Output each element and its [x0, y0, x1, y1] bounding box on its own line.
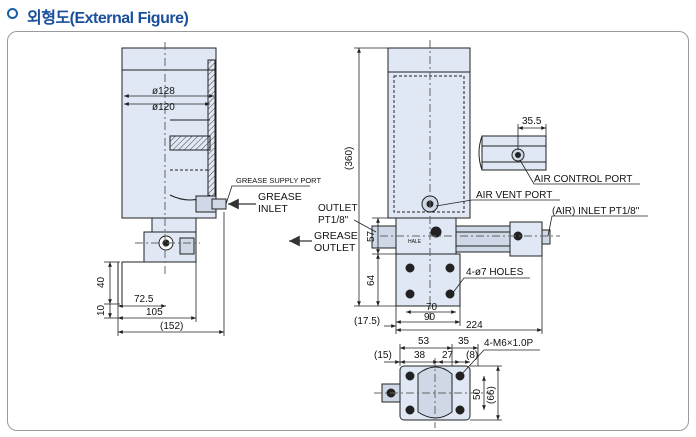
dim-w17-5: (17.5): [354, 316, 380, 327]
dim-w38: 38: [414, 350, 426, 361]
thread-label: 4-M6×1.0P: [484, 338, 534, 349]
base-view: [374, 358, 490, 428]
grease-inlet-label-1: GREASE: [258, 191, 302, 203]
base-dimensions: [384, 344, 540, 421]
dim-h66: (66): [486, 386, 497, 404]
left-dimension-text: ø128 ø120 40 10 72.5 105 (152): [96, 86, 183, 332]
grease-outlet-label-2: OUTLET: [314, 242, 356, 254]
drawing-frame: [7, 31, 689, 431]
left-labels: GREASE SUPPLY PORT GREASE INLET GREASE O…: [225, 176, 358, 254]
dim-d120: ø120: [152, 102, 175, 113]
right-labels: AIR CONTROL PORT AIR VENT PORT (AIR) INL…: [318, 159, 648, 295]
dim-w152: (152): [160, 321, 183, 332]
outlet-label-2: PT1/8": [318, 215, 349, 226]
dim-h10: 10: [96, 304, 107, 316]
base-dimension-text: 53 35 (15) 38 27 (8) 50 (66) 4-M6×1.0P: [374, 336, 534, 404]
holes-label: 4-ø7 HOLES: [466, 267, 524, 278]
right-reservoir: [387, 47, 471, 219]
right-dimension-text: (360) 57 64 35.5 70 90 (17.5) 224: [344, 116, 542, 331]
outlet-label-1: OUTLET: [318, 203, 357, 214]
air-control-port-label: AIR CONTROL PORT: [534, 174, 632, 185]
right-dimensions: [354, 47, 547, 334]
circle-bullet-icon: [7, 8, 18, 19]
dim-w70: 70: [426, 302, 438, 313]
dim-h50: 50: [472, 388, 483, 400]
dim-h64: 64: [366, 274, 377, 286]
left-view: [117, 42, 227, 304]
air-vent-port-label: AIR VENT PORT: [476, 190, 552, 201]
air-inlet-label: (AIR) INLET PT1/8": [552, 206, 640, 217]
grease-inlet-label-2: INLET: [258, 203, 288, 215]
left-wall-section: [207, 59, 216, 201]
dim-w8: (8): [466, 350, 478, 361]
left-reservoir: [121, 47, 217, 219]
header: 외형도(External Figure): [0, 0, 696, 32]
svg-text:HALE: HALE: [408, 239, 422, 245]
dim-w105: 105: [146, 307, 163, 318]
dim-h40: 40: [96, 276, 107, 288]
grease-outlet-label-1: GREASE: [314, 230, 358, 242]
dim-h57: 57: [366, 230, 377, 242]
dim-w35-5: 35.5: [522, 116, 542, 127]
right-view: HALE: [371, 40, 560, 320]
dim-w90: 90: [424, 312, 436, 323]
grease-supply-port-label: GREASE SUPPLY PORT: [236, 176, 321, 185]
dim-d128: ø128: [152, 86, 175, 97]
left-dimensions: [104, 94, 225, 336]
dim-w15: (15): [374, 350, 392, 361]
dim-w35: 35: [458, 336, 470, 347]
dim-w224: 224: [466, 320, 483, 331]
dim-w53: 53: [418, 336, 430, 347]
dim-h360: (360): [344, 147, 355, 170]
page-title: 외형도(External Figure): [27, 10, 189, 27]
dim-w27: 27: [442, 350, 454, 361]
dim-w72: 72.5: [134, 294, 154, 305]
